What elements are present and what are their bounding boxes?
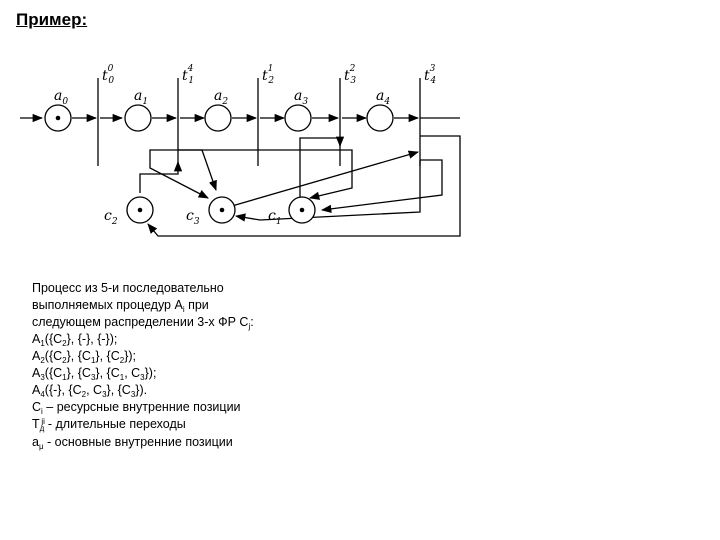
label-c1: c1 bbox=[268, 208, 282, 227]
desc-a1: A1({C2}, {-}, {-}); bbox=[32, 332, 118, 348]
arc-t3-c3 bbox=[149, 149, 340, 199]
slide-title: Пример: bbox=[16, 10, 88, 29]
arc-t4-c3 bbox=[234, 160, 421, 222]
arc-t1-c3 bbox=[178, 149, 217, 191]
label-a3: a3 bbox=[294, 88, 308, 107]
token-c2 bbox=[137, 207, 143, 213]
description-text: Процесс из 5-и последовательно выполняем… bbox=[32, 280, 362, 451]
desc-a4: A4({-}, {C2, C3}, {C3}). bbox=[32, 383, 148, 399]
arc-c3-t4 bbox=[231, 150, 419, 207]
desc-a3: A3({C1}, {C3}, {C1, C3}); bbox=[32, 366, 157, 382]
label-a0: a0 bbox=[54, 88, 68, 107]
label-a4: a4 bbox=[376, 88, 390, 107]
desc-td: Tдji- длительные переходы bbox=[32, 417, 186, 433]
arc-t4-c1 bbox=[320, 159, 443, 213]
place-a2 bbox=[204, 104, 232, 132]
place-a4 bbox=[366, 104, 394, 132]
arc-t4-c2 bbox=[147, 135, 461, 237]
label-a2: a2 bbox=[214, 88, 228, 107]
token-a0 bbox=[55, 115, 61, 121]
arc-t3-c1 bbox=[308, 149, 353, 200]
label-c3: c3 bbox=[186, 208, 200, 227]
token-c3 bbox=[219, 207, 225, 213]
desc-ci: Ci – ресурсные внутренние позиции bbox=[32, 400, 241, 416]
label-a1: a1 bbox=[134, 88, 148, 107]
token-c1 bbox=[299, 207, 305, 213]
desc-line-2: выполняемых процедур Ai при bbox=[32, 298, 209, 314]
desc-am: aμ - основные внутренние позиции bbox=[32, 435, 233, 451]
arc-c2-t1 bbox=[139, 160, 183, 193]
desc-line-1: Процесс из 5-и последовательно bbox=[32, 281, 224, 295]
place-a1 bbox=[124, 104, 152, 132]
desc-a2: A2({C2}, {C1}, {C2}); bbox=[32, 349, 136, 365]
desc-line-3: следующем распределении 3-х ФР Cj: bbox=[32, 315, 254, 331]
arc-c1-t3 bbox=[299, 136, 345, 198]
label-c2: c2 bbox=[104, 208, 118, 227]
place-a3 bbox=[284, 104, 312, 132]
